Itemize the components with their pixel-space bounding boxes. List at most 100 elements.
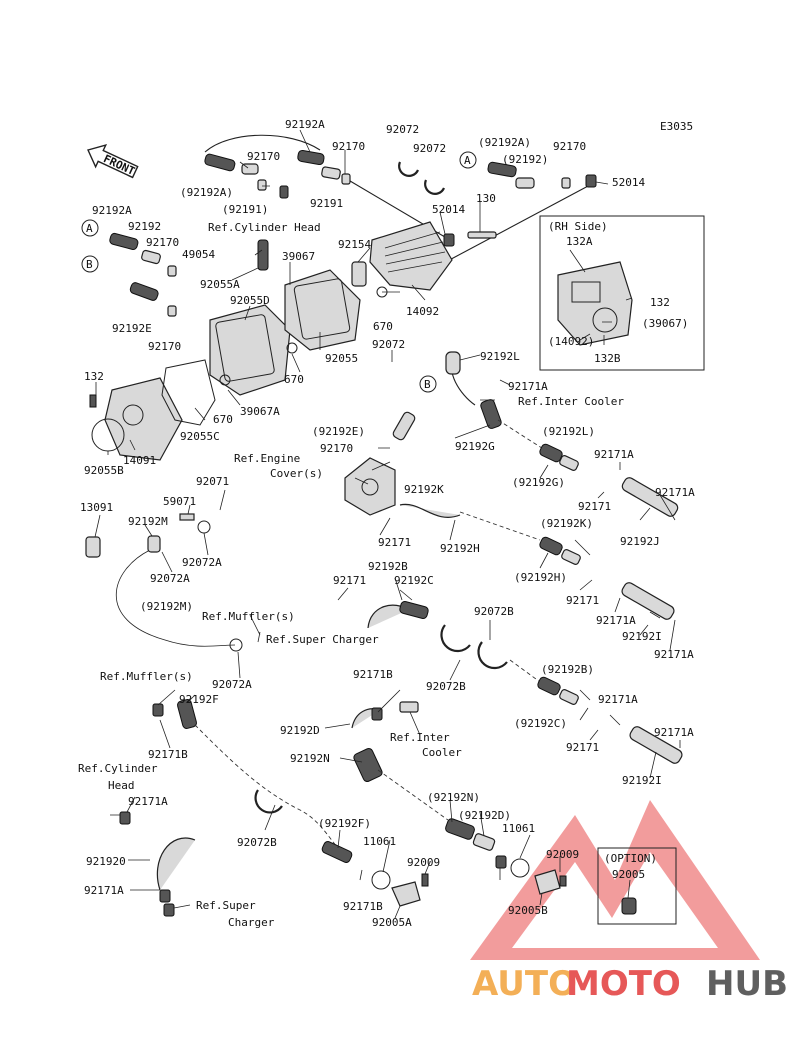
clip-92072b-b: [477, 641, 508, 670]
part-label: 92171A: [508, 380, 548, 393]
hose-92192k: [399, 503, 461, 518]
part-label: (14092): [548, 335, 594, 348]
hose-92192f: [177, 699, 197, 729]
clamp-92170-a: [257, 179, 267, 191]
part-label: 92072B: [426, 680, 466, 693]
part-label: 92171A: [654, 726, 694, 739]
sensor-49054: [257, 239, 269, 271]
part-label: 59071: [163, 495, 196, 508]
option-title: (OPTION): [604, 852, 657, 865]
rh-side-title: (RH Side): [548, 220, 608, 233]
part-label: 92171A: [654, 648, 694, 661]
fitting-inter-cooler: [399, 701, 419, 713]
part-label: 92171: [566, 594, 599, 607]
route-c: [509, 659, 541, 683]
watermark-hub: HUB: [706, 964, 788, 1004]
leader-lines: [94, 129, 681, 919]
part-label: 14091: [123, 454, 156, 467]
part-label: 92154: [338, 238, 371, 251]
part-label: 92072: [386, 123, 419, 136]
hose-92192a-b: [297, 149, 325, 166]
hose-92192n: [353, 747, 383, 783]
cover-14091-hole: [122, 404, 144, 426]
sleeve-92192k-b: [561, 549, 581, 565]
part-label: 92192K: [404, 483, 444, 496]
part-label: 92192A: [285, 118, 325, 131]
part-label: (92192): [502, 153, 548, 166]
front-label: FRONT: [101, 152, 137, 178]
clamp-92171a-b: [159, 889, 171, 903]
route-n: [377, 769, 449, 821]
part-label: 92071: [196, 475, 229, 488]
clamp-92171b-c: [495, 855, 507, 869]
part-label: 92055D: [230, 294, 270, 307]
hose-92192a-c: [487, 161, 517, 178]
watermark-triangle: [470, 800, 760, 960]
cover-14092: [369, 221, 453, 291]
part-label: 132A: [566, 235, 593, 248]
hose-92192a-d: [109, 232, 139, 251]
cover-engine: [344, 457, 396, 516]
sleeve-92192-d: [141, 249, 161, 265]
part-label: 92055: [325, 352, 358, 365]
clamp-92170-e: [167, 305, 177, 317]
part-label: 92192I: [622, 630, 662, 643]
clamp-92170-c: [561, 177, 571, 189]
part-label: 92055A: [200, 278, 240, 291]
part-label: 92171: [578, 500, 611, 513]
watermark-wordmark: AUTO MOTO HUB: [472, 964, 788, 1004]
part-label: 92171A: [594, 448, 634, 461]
part-label: 921920: [86, 855, 126, 868]
part-label: 92192G: [455, 440, 495, 453]
cover-engine-port: [361, 478, 379, 496]
part-label: 39067: [282, 250, 315, 263]
hose-92192i-a: [621, 582, 675, 620]
part-label: (92192C): [514, 717, 567, 730]
rh-housing-port: [592, 307, 618, 333]
sleeve-92192d-b: [472, 833, 496, 851]
sleeve-92192l-b: [559, 455, 579, 471]
part-label: (92192L): [542, 425, 595, 438]
diagram-code: E3035: [660, 120, 693, 133]
part-label: 92192D: [280, 724, 320, 737]
part-label: 92192H: [440, 542, 480, 555]
part-label: 92192F: [179, 693, 219, 706]
part-label: (92192G): [512, 476, 565, 489]
hose-92192j: [621, 477, 679, 517]
ref-b-mid-letter: B: [424, 378, 431, 391]
part-label: 130: [476, 192, 496, 205]
hose-92192n-b: [445, 818, 475, 840]
part-label: (92192A): [478, 136, 531, 149]
ref-a-left: [81, 219, 99, 237]
part-label: 92005: [612, 868, 645, 881]
part-label: 132: [84, 370, 104, 383]
clip-92072-a: [398, 161, 420, 177]
cap-92005a: [391, 881, 421, 907]
top-wire: [204, 134, 321, 153]
gasket-92055: [293, 278, 351, 340]
gasket-11061-b: [510, 858, 530, 878]
hose-92192l-body: [445, 351, 461, 375]
part-label: 92072: [372, 338, 405, 351]
part-label: Cover(s): [270, 467, 323, 480]
part-label: 92171B: [148, 748, 188, 761]
cover-14091: [104, 377, 183, 461]
part-label: 92072A: [150, 572, 190, 585]
part-label: 92192J: [620, 535, 660, 548]
part-label: (92192E): [312, 425, 365, 438]
fitting-52014-a: [585, 174, 597, 188]
watermark-logo: [470, 800, 760, 960]
watermark-auto: AUTO: [472, 964, 577, 1004]
bolt-132: [89, 394, 97, 408]
part-label: 13091: [80, 501, 113, 514]
part-label: (92192B): [541, 663, 594, 676]
clamp-92171a-cyl: [119, 811, 131, 825]
part-label: 92192: [128, 220, 161, 233]
clip-92072a-b: [229, 638, 243, 652]
gasket-92055c: [161, 359, 216, 426]
part-label: 670: [213, 413, 233, 426]
part-label: 92005A: [372, 916, 412, 929]
sleeve-92191-b: [321, 166, 341, 180]
sleeve-92192-c: [515, 177, 535, 189]
